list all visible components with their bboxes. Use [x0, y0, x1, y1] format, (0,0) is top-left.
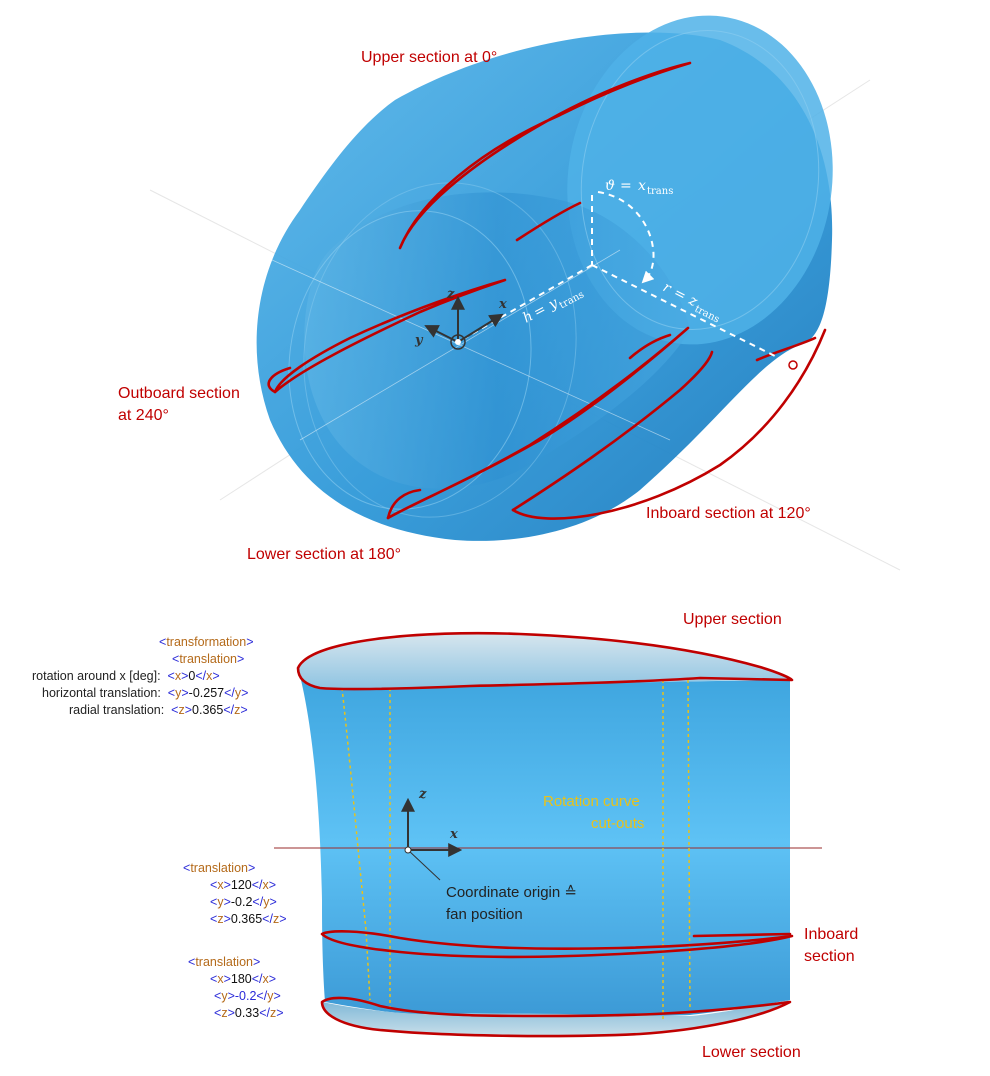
- side-axis-x-label: x: [449, 827, 458, 842]
- lower-section-curve-side: [320, 996, 792, 1038]
- xml-translation-tag: <translation>: [183, 861, 256, 875]
- label-upper-section-0: Upper section at 0°: [361, 49, 498, 66]
- upper-cap: [298, 633, 790, 689]
- xml-row: <z>0.365</z>: [210, 912, 287, 926]
- upper-section-curve-side: [296, 631, 794, 691]
- xml-translation-tag: <translation>: [188, 955, 261, 969]
- lower-section-curve: [386, 326, 690, 520]
- lower-section-tail: [386, 488, 422, 520]
- label-lower-section-180: Lower section at 180°: [247, 546, 402, 563]
- svg-text:trans: trans: [647, 186, 673, 197]
- coordinate-origin-marker: [404, 846, 412, 854]
- side-body: [298, 668, 790, 1016]
- svg-text:=: =: [620, 178, 632, 194]
- label-outboard-section-240-line1: Outboard section: [118, 385, 240, 402]
- outboard-section-curve: [273, 278, 507, 394]
- label-inboard-section-line1: Inboard: [804, 926, 859, 943]
- lower-cap: [322, 1000, 790, 1037]
- top-nacelle-3d: ϑ = x trans r = z trans h = y trans z x …: [149, 15, 901, 571]
- label-inboard-section-120: Inboard section at 120°: [646, 505, 811, 522]
- inboard-section-curve-side: [320, 930, 794, 959]
- xml-row: <z>0.33</z>: [214, 1006, 284, 1020]
- svg-text:ϑ: ϑ: [605, 178, 615, 194]
- label-outboard-section-240-line2: at 240°: [118, 407, 169, 424]
- xml-row: <y>-0.2</y>: [210, 895, 277, 909]
- rotation-curve-cutouts: [341, 679, 691, 1020]
- upper-section-tail: [515, 201, 582, 242]
- top-axis-y-label: y: [414, 333, 424, 348]
- xml-row: rotation around x [deg]: <x>0</x>: [32, 669, 220, 683]
- xml-transformation-tag: <transformation>: [159, 635, 254, 649]
- xml-row: horizontal translation: <y>-0.257</y>: [42, 686, 249, 700]
- translation-annotation: [457, 191, 794, 366]
- upper-section-curve: [398, 61, 692, 250]
- inboard-section-curve: [511, 328, 827, 520]
- label-rotation-curve-line1: Rotation curve: [543, 793, 640, 810]
- svg-text:x: x: [638, 178, 646, 194]
- inner-section-curve: [511, 350, 714, 512]
- xml-row: <x>120</x>: [210, 878, 277, 892]
- top-axis-x-label: x: [498, 297, 507, 312]
- translation-point-marker: [788, 360, 798, 370]
- bottom-nacelle-side: z x: [274, 631, 822, 1038]
- theta-equation: ϑ = x trans: [605, 178, 673, 197]
- xml-row: radial translation: <z>0.365</z>: [69, 703, 248, 717]
- label-coordinate-origin-line1: Coordinate origin ≙: [446, 884, 577, 901]
- side-axis-z-label: z: [418, 787, 427, 802]
- label-coordinate-origin-line2: fan position: [446, 906, 523, 923]
- top-axis-z-label: z: [446, 287, 455, 302]
- label-lower-section: Lower section: [702, 1044, 801, 1061]
- label-inboard-section-line2: section: [804, 948, 855, 965]
- xml-row: <x>180</x>: [210, 972, 277, 986]
- top-axis-triad: [424, 295, 504, 350]
- xml-row: <y>-0.2</y>: [214, 989, 281, 1003]
- outboard-section-tail: [267, 366, 292, 394]
- label-upper-section: Upper section: [683, 611, 782, 628]
- label-rotation-curve-line2: cut-outs: [591, 815, 645, 832]
- xml-translation-tag: <translation>: [172, 652, 245, 666]
- side-axis-triad: [401, 797, 463, 881]
